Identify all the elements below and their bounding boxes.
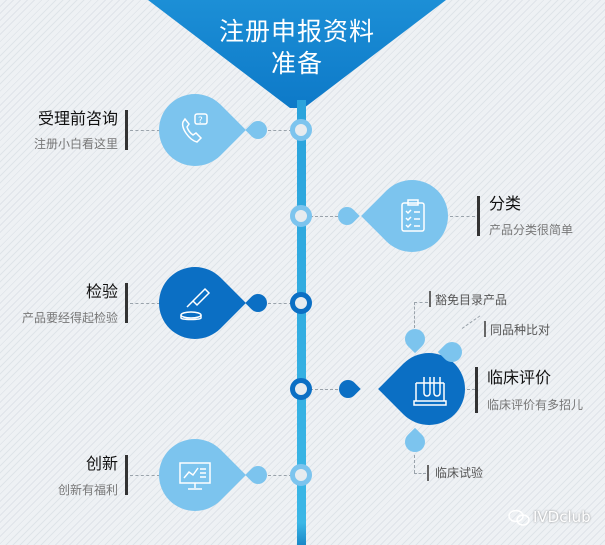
- step-3-title: 检验: [85, 282, 118, 301]
- step-1-title: 受理前咨询: [37, 109, 118, 128]
- branch-trial: 临床试验: [435, 466, 484, 480]
- phone-question-icon: ?: [181, 113, 208, 143]
- connector-drop-1: [245, 117, 271, 143]
- monitor-chart-icon: [179, 462, 211, 490]
- step-3-subtitle: 产品要经得起检验: [21, 311, 118, 325]
- step-1-subtitle: 注册小白看这里: [33, 137, 118, 151]
- timeline-node-1[interactable]: [290, 119, 312, 141]
- connector-drop-5: [245, 462, 271, 488]
- step-4-title: 临床评价: [487, 368, 552, 387]
- timeline-node-3[interactable]: [290, 292, 312, 314]
- connector-drop-4: [335, 376, 361, 402]
- wechat-icon: [508, 509, 530, 526]
- connector-drop-3: [245, 290, 271, 316]
- branch-drop-trial: [400, 427, 430, 457]
- timeline: [297, 100, 306, 545]
- branch-exempt: 豁免目录产品: [435, 293, 508, 307]
- branch-comparison: 同品种比对: [490, 323, 551, 337]
- dropper-dish-icon: [180, 287, 211, 321]
- title-banner: [148, 0, 446, 108]
- watermark: IVDclub: [533, 508, 591, 526]
- timeline-node-4[interactable]: [290, 378, 312, 400]
- connector-drop-2: [334, 203, 360, 229]
- timeline-node-2[interactable]: [290, 205, 312, 227]
- branch-drop-exempt: [400, 324, 430, 354]
- svg-text:?: ?: [198, 116, 203, 126]
- clipboard-checklist-icon: [401, 199, 425, 232]
- step-2-subtitle: 产品分类很简单: [489, 223, 574, 237]
- page-title-line1: 注册申报资料: [218, 17, 375, 46]
- test-tubes-icon: [413, 377, 447, 406]
- page-title-line2: 准备: [270, 49, 323, 78]
- step-4-subtitle: 临床评价有多招儿: [487, 398, 584, 412]
- step-5-title: 创新: [85, 454, 118, 473]
- step-5-subtitle: 创新有福利: [57, 483, 118, 497]
- step-2-title: 分类: [489, 194, 522, 213]
- timeline-node-5[interactable]: [290, 464, 312, 486]
